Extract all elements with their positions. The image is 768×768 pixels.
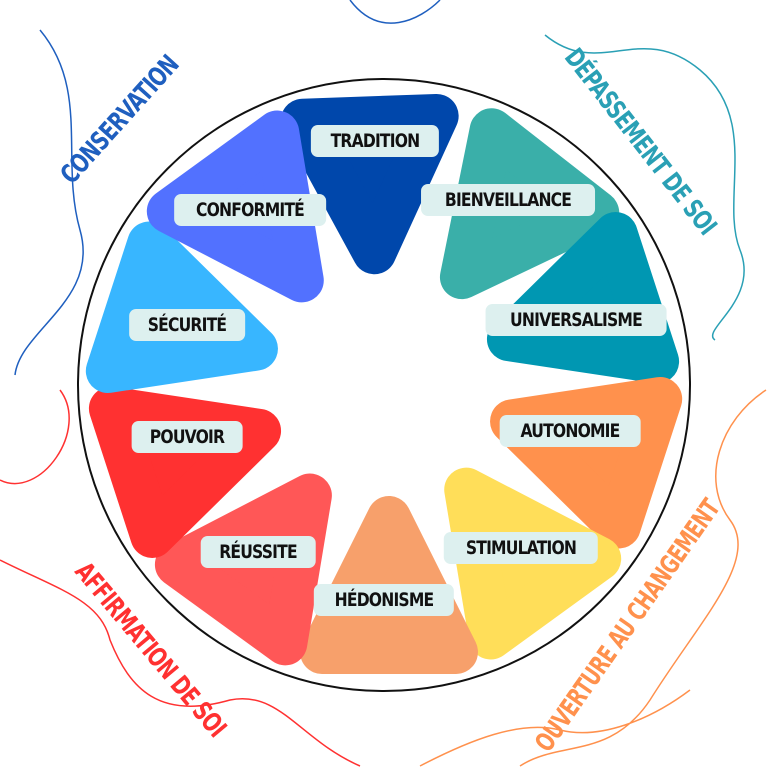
value-label: STIMULATION [443, 532, 599, 564]
outer-ring [77, 78, 691, 692]
value-label-text: STIMULATION [465, 537, 577, 559]
value-label-text: TRADITION [330, 130, 421, 152]
decorative-curve [544, 34, 745, 341]
value-label: SÉCURITÉ [129, 309, 245, 341]
decorative-curve [14, 29, 84, 376]
value-label: BIENVEILLANCE [421, 184, 595, 216]
value-label-text: AUTONOMIE [520, 420, 621, 442]
value-label: RÉUSSITE [200, 536, 316, 568]
value-label-text: BIENVEILLANCE [444, 189, 572, 211]
decorative-curve [349, 0, 441, 24]
value-label: POUVOIR [131, 421, 243, 453]
decorative-curve [0, 389, 361, 767]
value-label: CONFORMITÉ [174, 194, 326, 226]
value-label-text: SÉCURITÉ [147, 314, 227, 336]
value-label-text: HÉDONISME [334, 589, 435, 611]
decorative-curve [419, 389, 767, 767]
value-label: TRADITION [310, 125, 440, 157]
value-label: UNIVERSALISME [485, 304, 667, 336]
petal-réussite [154, 473, 332, 666]
value-label: HÉDONISME [313, 584, 455, 616]
value-label-text: POUVOIR [149, 426, 225, 448]
value-label-text: CONFORMITÉ [196, 199, 305, 221]
value-label-text: RÉUSSITE [219, 541, 297, 563]
value-label-text: UNIVERSALISME [510, 309, 643, 331]
value-label: AUTONOMIE [499, 415, 641, 447]
